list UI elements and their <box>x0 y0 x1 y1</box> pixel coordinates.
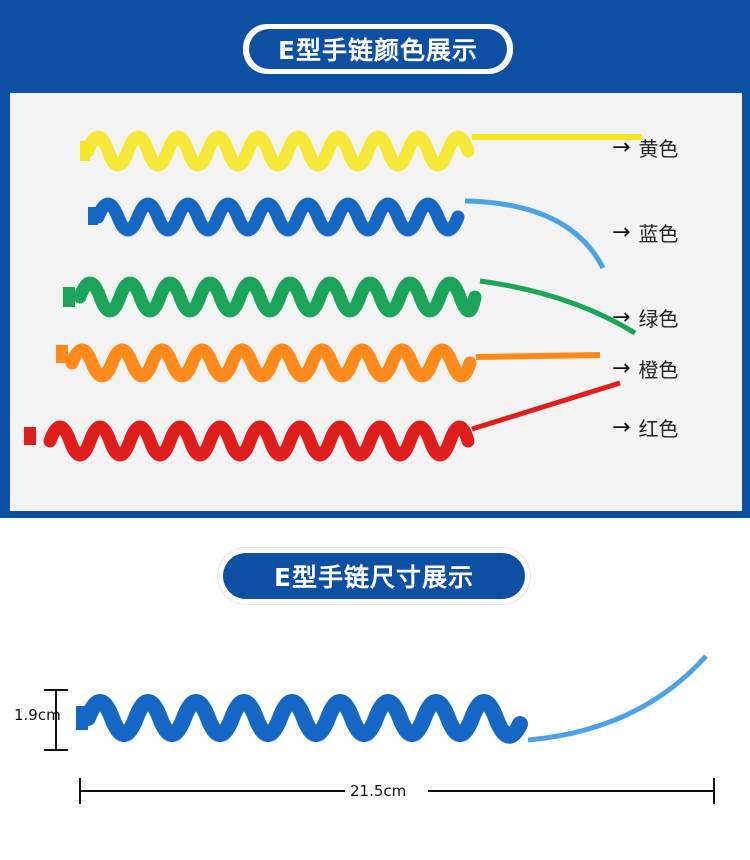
color-label-text: 黄色 <box>638 137 679 161</box>
arrow-icon: → <box>612 356 631 381</box>
color-label-green: → 绿色 <box>612 303 678 332</box>
color-label-text: 绿色 <box>638 307 679 331</box>
color-product-photo <box>10 93 742 511</box>
size-section-title: E型手链尺寸展示 <box>223 553 525 599</box>
color-label-text: 蓝色 <box>638 222 679 246</box>
arrow-icon: → <box>612 220 631 245</box>
orange-bracelet <box>56 343 601 383</box>
color-label-blue: → 蓝色 <box>612 218 678 247</box>
color-section-title: E型手链颜色展示 <box>249 29 507 69</box>
color-label-red: → 红色 <box>612 413 678 442</box>
color-label-orange: → 橙色 <box>612 354 678 383</box>
size-product-photo <box>0 620 750 856</box>
color-section-title-pill: E型手链颜色展示 <box>243 24 513 74</box>
red-bracelet <box>24 380 621 462</box>
yellow-bracelet <box>80 130 642 172</box>
height-dimension-marker <box>44 689 68 751</box>
blue-bracelet-measured <box>76 654 708 744</box>
blue-bracelet <box>88 197 606 270</box>
arrow-icon: → <box>612 305 631 330</box>
size-diagram <box>44 654 715 804</box>
bracelet-lineup-image <box>24 130 642 462</box>
color-label-text: 红色 <box>638 417 679 441</box>
arrow-icon: → <box>612 415 631 440</box>
green-bracelet <box>63 276 637 336</box>
color-label-text: 橙色 <box>638 358 679 382</box>
length-label: 21.5cm <box>350 782 407 800</box>
height-label: 1.9cm <box>14 706 61 724</box>
size-section-title-pill: E型手链尺寸展示 <box>218 548 530 604</box>
arrow-icon: → <box>612 135 631 160</box>
color-label-yellow: → 黄色 <box>612 133 678 162</box>
length-dimension-marker <box>79 778 715 804</box>
